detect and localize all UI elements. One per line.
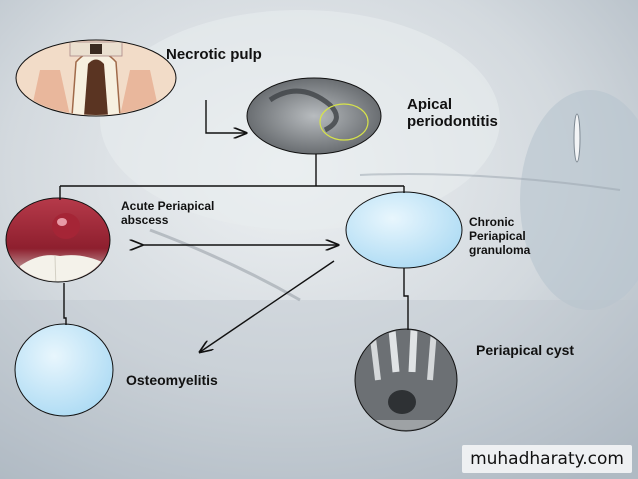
necrotic-pulp-image (15, 39, 177, 117)
arrow-pulp-to-periodontitis (205, 100, 246, 133)
background-instrument-2 (359, 173, 621, 191)
apical-periodontitis-xray (246, 77, 382, 155)
acute-abscess-image (5, 197, 111, 283)
label-apical-periodontitis: Apical periodontitis (407, 96, 498, 131)
line-acute-to-osteomyelitis (63, 283, 67, 325)
watermark-text: muhadharaty.com (462, 445, 632, 473)
label-osteomyelitis: Osteomyelitis (126, 372, 218, 388)
background-instrument (149, 228, 301, 302)
label-periapical-cyst: Periapical cyst (476, 342, 575, 358)
label-necrotic-pulp: Necrotic pulp (166, 46, 262, 63)
label-chronic-periapical-granuloma: Chronic Periapical granuloma (469, 215, 531, 257)
arrow-chronic-to-osteomyelitis (200, 260, 335, 352)
background-glove-shape (520, 90, 638, 310)
periapical-cyst-xray (354, 328, 458, 432)
osteomyelitis-circle (14, 323, 114, 417)
line-chronic-to-cyst (403, 268, 409, 330)
chronic-granuloma-circle (345, 191, 463, 269)
label-acute-periapical-abscess: Acute Periapical abscess (121, 199, 215, 227)
background-mirror-handle (573, 113, 581, 163)
connectors (59, 100, 409, 352)
